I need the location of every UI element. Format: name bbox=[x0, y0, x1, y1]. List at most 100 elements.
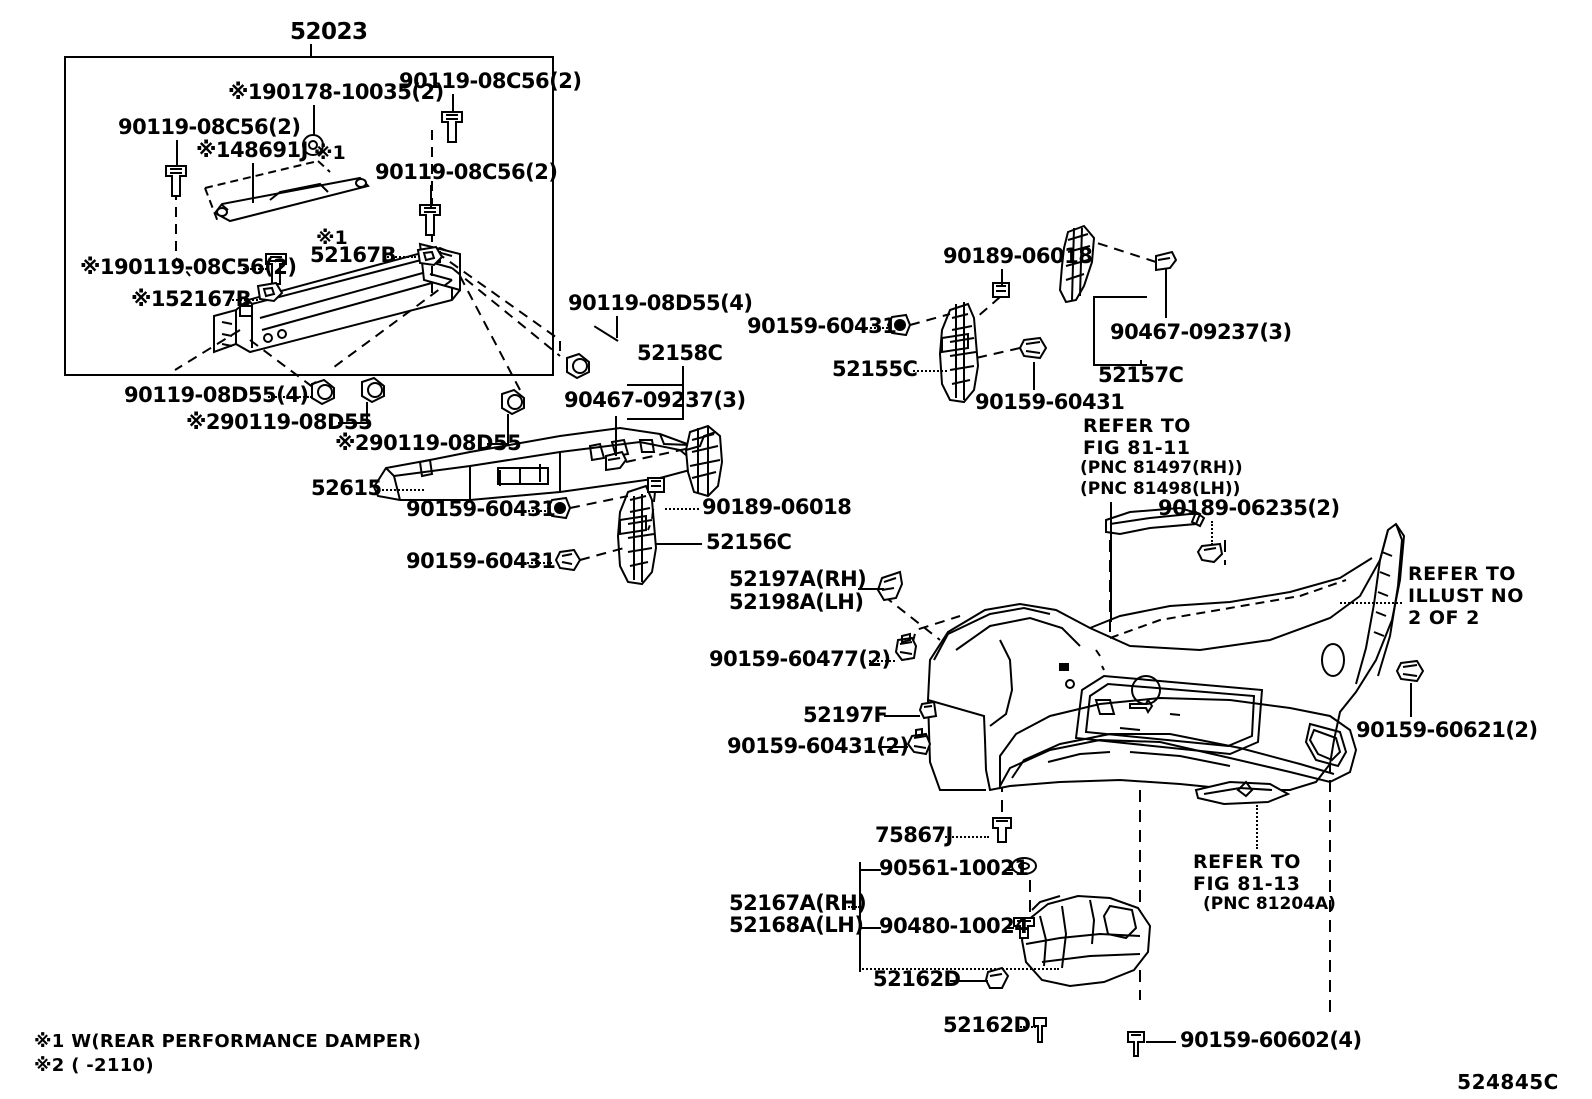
bracket-lower-cover-group bbox=[859, 862, 861, 972]
leader-clip-90159-60431-upper bbox=[524, 510, 550, 512]
assembly-axis-guides bbox=[1001, 520, 1331, 1020]
label-inset-bolt-top-left: 90119-08C56(2) bbox=[118, 115, 301, 139]
label-absorber-52615: 52615 bbox=[311, 476, 382, 500]
refer-illust-line1: REFER TO bbox=[1408, 563, 1516, 585]
label-clip-90159-60431-2: 90159-60431(2) bbox=[727, 734, 909, 758]
label-bolt-star2-90119-08D55-a: ※290119-08D55 bbox=[186, 410, 373, 434]
leader-group-52158C bbox=[682, 366, 684, 384]
refer-fig-81-13-pnc: (PNC 81204A) bbox=[1203, 894, 1336, 914]
label-retainer-52156C: 52156C bbox=[706, 530, 792, 554]
leader-clip-90159-60477 bbox=[869, 660, 895, 662]
leader-bolt-star2-b bbox=[487, 443, 509, 445]
leader-inset-clip-left bbox=[228, 299, 258, 301]
side-retainer-52155c-art bbox=[938, 302, 980, 404]
label-member-52162D: 52162D bbox=[873, 967, 961, 991]
refer-fig-81-11-pnc-rh: (PNC 81497(RH)) bbox=[1080, 458, 1243, 478]
inset-title-52023: 52023 bbox=[290, 19, 368, 45]
label-clip-90159-60431-upper: 90159-60431 bbox=[406, 497, 556, 521]
clip-90159-60431-2-art bbox=[906, 727, 932, 756]
leader-member-52162D bbox=[950, 980, 988, 982]
label-member-90480-10024: 90480-10024 bbox=[879, 914, 1029, 938]
leader-refer-illust bbox=[1340, 602, 1402, 604]
leader-member-90467-09237-3 bbox=[615, 416, 617, 456]
leader-clip-90159-60621 bbox=[1410, 683, 1412, 717]
leader-cover-group-to-bracket bbox=[848, 906, 860, 908]
refer-illust-line2: ILLUST NO bbox=[1408, 585, 1524, 607]
label-inset-bolt-top-right: 90119-08C56(2) bbox=[399, 69, 582, 93]
label-clip-90159-60431-lower: 90159-60431 bbox=[406, 549, 556, 573]
leader-member-90561-10021 bbox=[1006, 869, 1014, 871]
label-cover-52168A-LH: 52168A(LH) bbox=[729, 913, 864, 937]
side-seal-art bbox=[876, 570, 904, 602]
label-bolt-90119-08D55-right: 90119-08D55(4) bbox=[568, 291, 753, 315]
label-inset-bolt-mid-right: 90119-08C56(2) bbox=[375, 160, 558, 184]
label-bolt-90119-08D55-4x: 90119-08D55(4) bbox=[124, 383, 309, 407]
leader-clip-90159-60431-2 bbox=[878, 746, 908, 748]
bracket-52158c-art bbox=[684, 424, 724, 498]
leader-bracket-top bbox=[859, 869, 881, 871]
label-group-52158C: 52158C bbox=[637, 341, 723, 365]
label-clip-90159-60621: 90159-60621(2) bbox=[1356, 718, 1538, 742]
leader-bolt-star2-a bbox=[338, 422, 368, 424]
label-clip-52162D-bottom: 52162D bbox=[943, 1013, 1031, 1037]
inset-panel-52023 bbox=[64, 56, 554, 376]
label-retainer-52197F: 52197F bbox=[803, 703, 888, 727]
leader-clip-75867J bbox=[945, 836, 989, 838]
leader-inset-bolt-top-right bbox=[452, 94, 454, 112]
leader-seal-52197A bbox=[858, 588, 884, 590]
label-inset-damper-pin: ※190178-10035(2) bbox=[228, 80, 444, 104]
lower-cover-art bbox=[1020, 894, 1152, 988]
leader-inset-clip-top bbox=[384, 256, 416, 258]
label-clip-90159-60477: 90159-60477(2) bbox=[709, 647, 891, 671]
leader-bolt-90119-08D55-4x bbox=[268, 396, 312, 398]
label-grommet-90189-06018-upper: 90189-06018 bbox=[943, 244, 1093, 268]
label-clip-90159-60431-lower-right: 90159-60431 bbox=[975, 390, 1125, 414]
leader-grommet-90189-06018-lower bbox=[665, 508, 699, 510]
leader-bracket-bottom bbox=[859, 968, 1059, 970]
leader-bracket-mid bbox=[859, 927, 881, 929]
label-retainer-52155C: 52155C bbox=[832, 357, 918, 381]
refer-fig-81-11-pnc-lh: (PNC 81498(LH)) bbox=[1080, 479, 1241, 499]
inset-title-leader bbox=[310, 44, 312, 58]
leader-refer-fig-81-11 bbox=[1110, 502, 1112, 622]
leader-retainer-52197F bbox=[884, 715, 920, 717]
leader-inset-damper-pin bbox=[313, 105, 315, 135]
refer-fig-81-11-line2: FIG 81-11 bbox=[1083, 437, 1191, 459]
bracket-52157C bbox=[1093, 296, 1147, 366]
leader-group-52157C bbox=[1140, 360, 1142, 366]
refer-fig-81-13-line2: FIG 81-13 bbox=[1193, 873, 1301, 895]
leader-absorber-52615 bbox=[378, 489, 424, 491]
label-clip-90159-60602: 90159-60602(4) bbox=[1180, 1028, 1362, 1052]
leader-inset-damper-bar bbox=[252, 163, 254, 203]
refer-fig-81-11-line1: REFER TO bbox=[1083, 415, 1191, 437]
label-grommet-90189-06018-lower: 90189-06018 bbox=[702, 495, 852, 519]
footer-note-2: ※2 ( -2110) bbox=[34, 1055, 154, 1076]
leader-clip-90159-60431-lower-right bbox=[1033, 362, 1035, 390]
leader-bolt-star2-b-v bbox=[507, 414, 509, 444]
label-clip-75867J: 75867J bbox=[875, 823, 953, 847]
footer-note-1: ※1 W(REAR PERFORMANCE DAMPER) bbox=[34, 1031, 422, 1052]
label-member-90467-09237-3b: 90467-09237(3) bbox=[1110, 320, 1292, 344]
side-retainer-52156c-art bbox=[616, 484, 658, 586]
label-inset-damper-bar: ※148691J bbox=[196, 138, 308, 162]
leader-grommet-90189-06018-upper bbox=[1001, 269, 1003, 285]
leader-refer-fig-81-13 bbox=[1256, 805, 1258, 849]
label-bolt-star2-90119-08D55-b: ※290119-08D55 bbox=[335, 431, 522, 455]
label-screw-90189-06235: 90189-06235(2) bbox=[1158, 496, 1340, 520]
label-seal-52198A-LH: 52198A(LH) bbox=[729, 590, 864, 614]
illustration-id: 524845C bbox=[1457, 1070, 1559, 1094]
label-group-52157C: 52157C bbox=[1098, 363, 1184, 387]
label-member-90561-10021: 90561-10021 bbox=[879, 856, 1029, 880]
label-inset-clip-left-mark: ※152167B bbox=[131, 287, 252, 311]
leader-bolt-star2-a-v bbox=[366, 402, 368, 424]
leader-retainer-52155C bbox=[913, 370, 947, 372]
bracket-52158C bbox=[627, 384, 684, 420]
leader-inset-bolt-mid-right bbox=[430, 185, 432, 207]
leader-screw-90189-06235 bbox=[1211, 521, 1213, 545]
refer-illust-line3: 2 OF 2 bbox=[1408, 607, 1480, 629]
label-inset-bolt-mid-right-mark: ※1 bbox=[314, 142, 346, 164]
label-member-90467-09237-3: 90467-09237(3) bbox=[564, 388, 746, 412]
label-inset-bolt-left-mark: ※190119-08C56(2) bbox=[80, 255, 297, 279]
leader-clip-52162D-bottom bbox=[1020, 1026, 1036, 1028]
